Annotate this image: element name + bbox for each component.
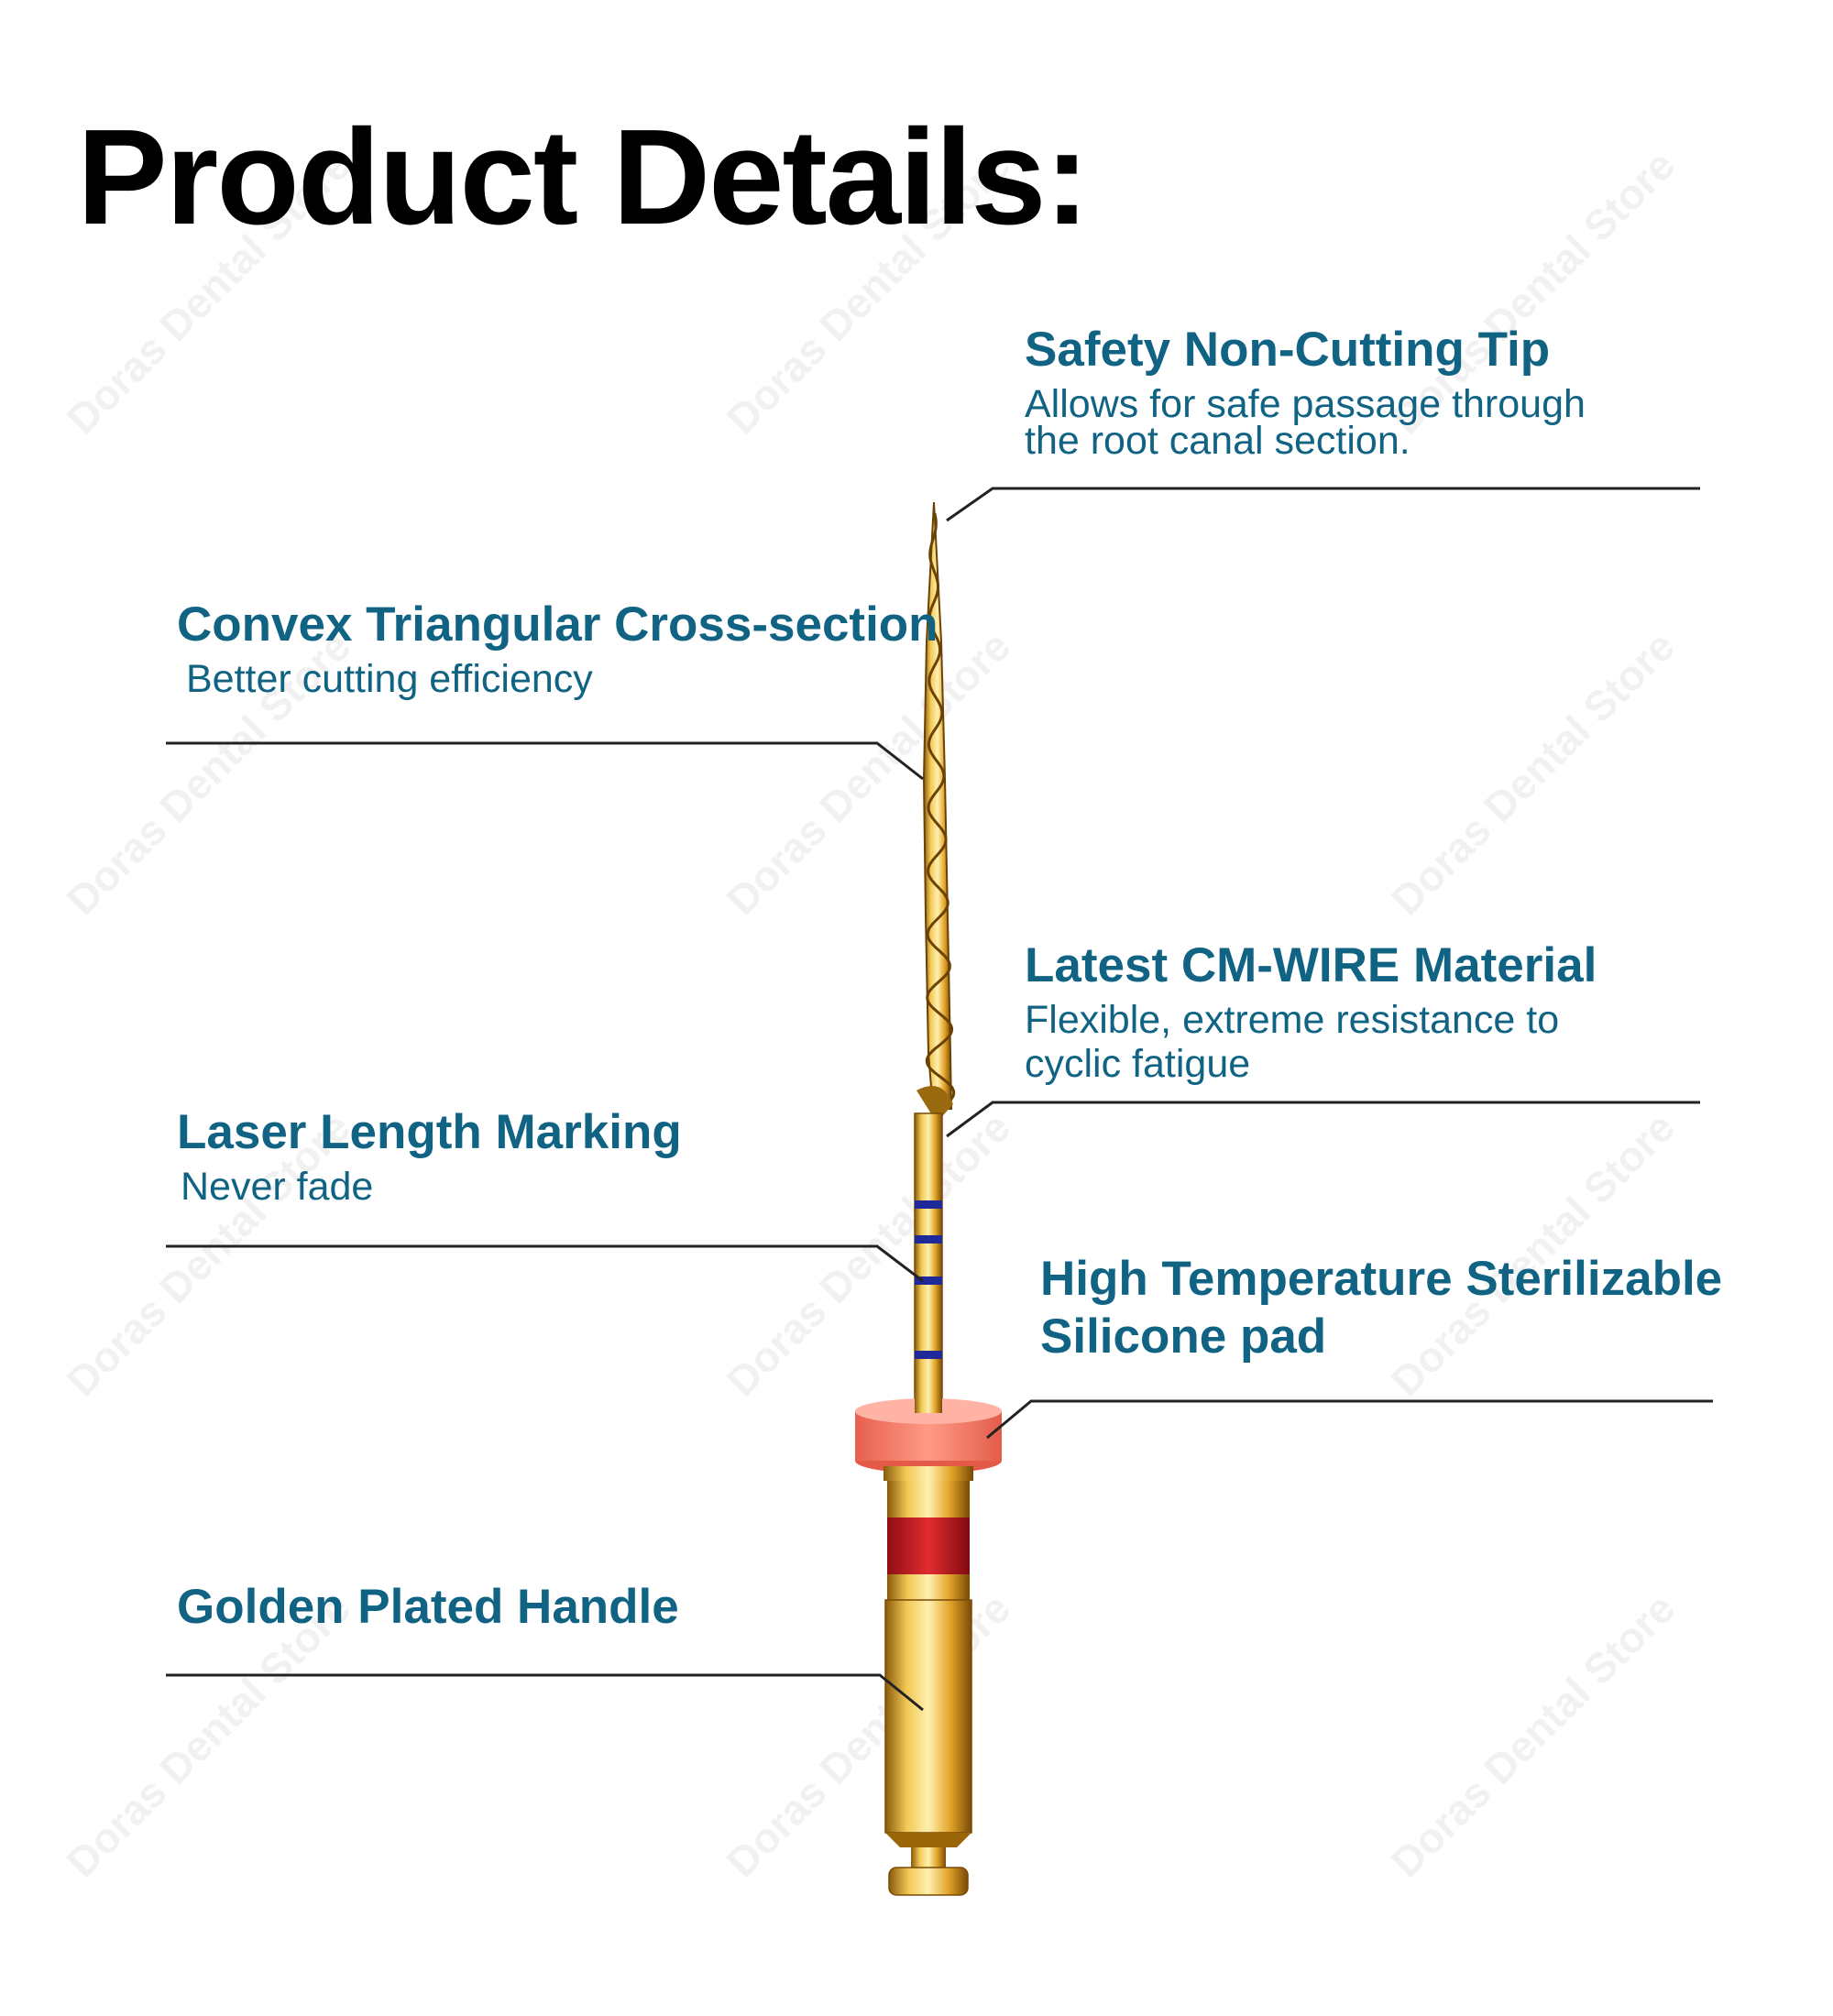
file-shaft xyxy=(914,1112,943,1408)
feature-description-line: Allows for safe passage through xyxy=(1025,382,1586,427)
feature-cross-section: Convex Triangular Cross-section Better c… xyxy=(177,597,938,702)
leader-line-material xyxy=(946,1101,1700,1138)
leader-lines xyxy=(166,487,1713,1712)
page-title: Product Details: xyxy=(77,102,1090,253)
feature-marking: Laser Length Marking Never fade xyxy=(177,1105,682,1210)
feature-pad: High Temperature Sterilizable Silicone p… xyxy=(1040,1252,1722,1364)
feature-handle: Golden Plated Handle xyxy=(177,1580,679,1634)
leader-line-tip xyxy=(946,487,1700,522)
feature-heading: Laser Length Marking xyxy=(177,1105,682,1159)
golden-handle xyxy=(884,1466,973,1896)
feature-description-line: cyclic fatigue xyxy=(1025,1042,1251,1087)
leader-line-marking xyxy=(166,1244,924,1283)
feature-description-line: Better cutting efficiency xyxy=(186,657,593,702)
length-mark xyxy=(915,1200,942,1209)
feature-heading: Latest CM-WIRE Material xyxy=(1025,938,1597,992)
leader-line-cross-section xyxy=(166,741,924,781)
feature-description-line: Never fade xyxy=(181,1165,374,1210)
leader-line-handle xyxy=(166,1673,924,1712)
silicone-pad xyxy=(855,1393,1002,1474)
leader-line-pad xyxy=(986,1399,1713,1440)
color-band xyxy=(887,1517,970,1574)
feature-description-line: Flexible, extreme resistance to xyxy=(1025,998,1560,1043)
feature-heading: Golden Plated Handle xyxy=(177,1580,679,1634)
feature-heading: High Temperature Sterilizable xyxy=(1040,1252,1723,1306)
feature-description-line: the root canal section. xyxy=(1025,419,1410,464)
length-mark xyxy=(915,1351,942,1359)
feature-heading: Safety Non-Cutting Tip xyxy=(1025,323,1551,377)
length-mark xyxy=(915,1276,942,1285)
feature-heading-line: Silicone pad xyxy=(1040,1309,1327,1364)
length-mark xyxy=(915,1235,942,1244)
file-blade xyxy=(916,501,956,1123)
feature-heading: Convex Triangular Cross-section xyxy=(177,597,938,652)
feature-material: Latest CM-WIRE Material Flexible, extrem… xyxy=(1025,938,1597,1087)
feature-tip: Safety Non-Cutting Tip Allows for safe p… xyxy=(1025,323,1586,464)
